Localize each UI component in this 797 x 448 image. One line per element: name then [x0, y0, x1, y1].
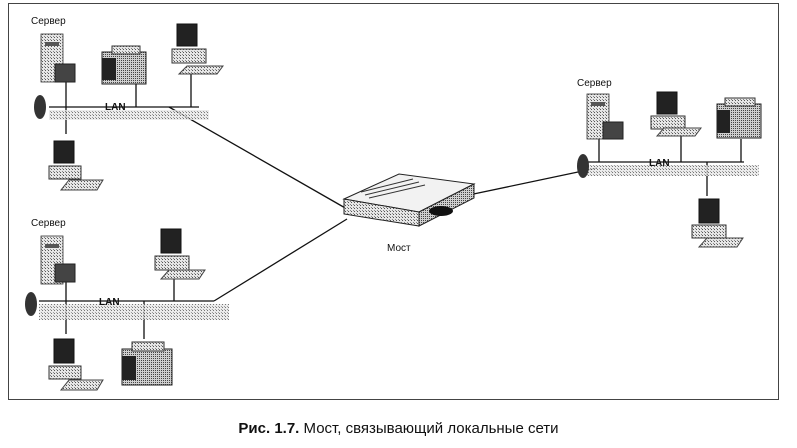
printer-icon-top-left: [101, 45, 147, 85]
link-bridge-to-right-lan: [463, 167, 598, 197]
bridge-label: Мост: [387, 243, 411, 254]
printer-icon-bottom-left: [121, 341, 173, 386]
server-icon-bottom-left: [40, 235, 76, 285]
cable-end-icon-top-left: [34, 95, 46, 119]
server-label-top-left: Сервер: [31, 16, 66, 27]
computer-icon-top-left-1: [171, 23, 224, 75]
bridge-device-icon: [342, 173, 476, 227]
lan-label-bottom-left: LAN: [99, 297, 120, 308]
caption-number: Рис. 1.7.: [238, 420, 300, 437]
server-icon-right: [586, 93, 624, 140]
server-label-right: Сервер: [577, 78, 612, 89]
computer-icon-top-left-2: [48, 140, 104, 191]
computer-icon-right-1: [650, 91, 702, 137]
lan-label-right: LAN: [649, 158, 670, 169]
cable-end-icon-bottom-left: [25, 292, 37, 316]
network-diagram: Сервер LAN Сервер: [8, 3, 779, 400]
figure-caption: Рис. 1.7. Мост, связывающий локальные се…: [0, 420, 797, 438]
printer-icon-right: [716, 97, 762, 139]
server-label-bottom-left: Сервер: [31, 218, 66, 229]
caption-text: Мост, связывающий локальные сети: [299, 420, 559, 437]
computer-icon-right-2: [691, 198, 744, 248]
cable-end-icon-right: [577, 154, 589, 178]
computer-icon-bottom-left-2: [48, 338, 104, 391]
computer-icon-bottom-left-1: [154, 228, 206, 280]
server-icon-top-left: [40, 33, 76, 83]
link-top-lan-to-bridge: [168, 106, 348, 210]
lan-label-top-left: LAN: [105, 102, 126, 113]
link-bottom-lan-to-bridge: [213, 218, 348, 302]
